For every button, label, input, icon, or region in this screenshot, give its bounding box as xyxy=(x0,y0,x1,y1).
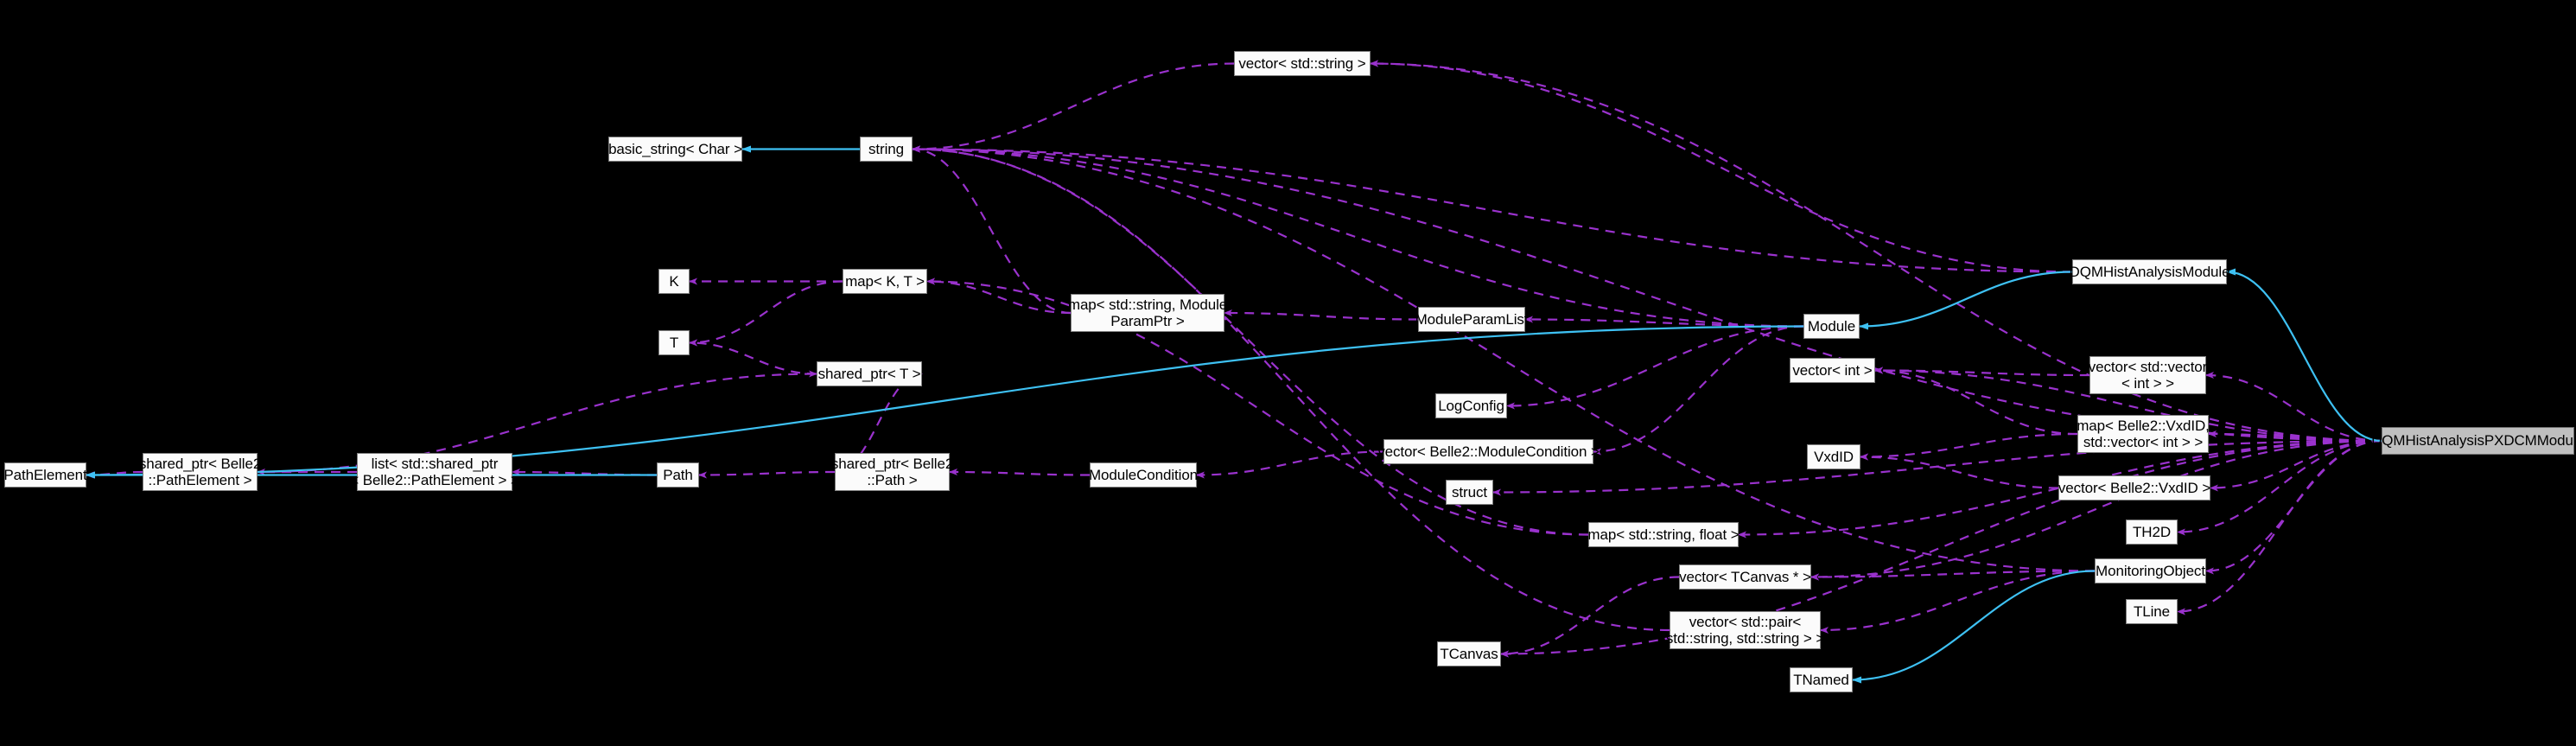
node-module[interactable]: Module xyxy=(1803,314,1860,339)
usage-edge xyxy=(2205,439,2382,575)
node-map_vxdid_vector_int[interactable]: map< Belle2::VxdID, std::vector< int > > xyxy=(2077,415,2210,453)
inheritance-edges xyxy=(86,145,2382,684)
node-shared_ptr_t[interactable]: shared_ptr< T > xyxy=(817,361,922,386)
node-module_param_list[interactable]: ModuleParamList xyxy=(1415,307,1529,332)
usage-edge xyxy=(698,470,836,479)
node-path[interactable]: Path xyxy=(657,462,699,488)
inheritance-edge xyxy=(2226,268,2382,443)
node-dqm_hist_analysis_module[interactable]: DQMHistAnalysisModule xyxy=(2070,259,2230,284)
node-tnamed[interactable]: TNamed xyxy=(1790,667,1853,692)
inheritance-edge xyxy=(1852,570,2096,684)
node-string[interactable]: string xyxy=(860,137,913,162)
node-vector_std_string[interactable]: vector< std::string > xyxy=(1234,51,1371,76)
node-log_config[interactable]: LogConfig xyxy=(1435,393,1507,418)
node-vector_module_condition[interactable]: vector< Belle2::ModuleCondition > xyxy=(1377,439,1600,464)
usage-edge xyxy=(1860,432,2078,461)
node-map_k_t[interactable]: map< K, T > xyxy=(843,269,927,294)
usage-edge xyxy=(1874,367,2090,377)
node-shared_ptr_path[interactable]: shared_ptr< Belle2 ::Path > xyxy=(831,453,953,491)
node-vxdid[interactable]: VxdID xyxy=(1807,444,1860,469)
usage-edge xyxy=(689,339,817,375)
usage-edge xyxy=(1500,439,2382,658)
usage-edge xyxy=(2177,439,2382,615)
node-t[interactable]: T xyxy=(658,330,690,355)
usage-edge xyxy=(2205,372,2382,443)
node-vector_pair_string_string[interactable]: vector< std::pair< std::string, std::str… xyxy=(1666,611,1824,649)
node-map_string_float[interactable]: map< std::string, float > xyxy=(1587,522,1740,547)
usage-edge xyxy=(1370,60,2073,273)
usage-edge xyxy=(912,145,2073,273)
usage-edge xyxy=(1492,439,2382,496)
usage-edge xyxy=(926,277,1072,315)
usage-edge xyxy=(1810,439,2382,581)
usage-edge xyxy=(912,145,1072,315)
usage-edge xyxy=(512,469,658,476)
node-path_element[interactable]: PathElement xyxy=(3,462,87,488)
node-tcanvas[interactable]: TCanvas xyxy=(1437,641,1501,666)
usage-edge xyxy=(912,145,1804,328)
usage-edge xyxy=(1874,367,2078,436)
usage-edge xyxy=(86,470,143,479)
usage-edge xyxy=(1370,60,2382,443)
usage-edge xyxy=(1224,309,1419,321)
node-monitoring_object[interactable]: MonitoringObject xyxy=(2095,558,2206,583)
usage-edge xyxy=(912,145,1670,632)
usage-edge xyxy=(2210,439,2382,492)
usage-edges xyxy=(86,60,2382,658)
usage-edge xyxy=(1524,316,1804,328)
usage-edge xyxy=(1506,325,1804,410)
node-vector_vxdid[interactable]: vector< Belle2::VxdID > xyxy=(2058,475,2210,501)
node-list_shared_ptr_path_element[interactable]: list< std::shared_ptr < Belle2::PathElem… xyxy=(350,453,519,491)
node-map_string_moduleparamptr[interactable]: map< std::string, Module ParamPtr > xyxy=(1068,294,1227,332)
node-vector_tcanvas_ptr[interactable]: vector< TCanvas * > xyxy=(1679,564,1811,590)
node-dqm_hist_analysis_pxdcm_module[interactable]: DQMHistAnalysisPXDCMModule xyxy=(2371,427,2576,455)
node-shared_ptr_path_element[interactable]: shared_ptr< Belle2 ::PathElement > xyxy=(139,453,261,491)
usage-edge xyxy=(1593,325,1804,456)
usage-edge xyxy=(1810,570,2096,581)
usage-edge xyxy=(949,469,1091,476)
usage-edge xyxy=(1196,450,1384,479)
inheritance-edge xyxy=(1859,271,2073,330)
usage-edge xyxy=(2208,430,2382,443)
node-th2d[interactable]: TH2D xyxy=(2126,520,2178,545)
node-k[interactable]: K xyxy=(658,269,690,294)
node-struct[interactable]: struct xyxy=(1446,480,1493,505)
usage-edge xyxy=(1860,453,2059,489)
node-vector_int[interactable]: vector< int > xyxy=(1790,358,1875,383)
node-vector_std_vector_int[interactable]: vector< std::vector < int > > xyxy=(2089,356,2207,394)
usage-edge xyxy=(257,370,817,474)
usage-edge xyxy=(912,145,1589,536)
usage-edge xyxy=(912,62,1235,153)
usage-edge xyxy=(912,145,2096,572)
node-basic_string_char[interactable]: basic_string< Char > xyxy=(608,137,742,162)
node-module_condition[interactable]: ModuleCondition xyxy=(1089,462,1198,488)
node-tline[interactable]: TLine xyxy=(2126,599,2178,624)
usage-edge xyxy=(689,280,843,347)
usage-edge xyxy=(1820,570,2096,634)
usage-edge xyxy=(1500,576,1680,658)
